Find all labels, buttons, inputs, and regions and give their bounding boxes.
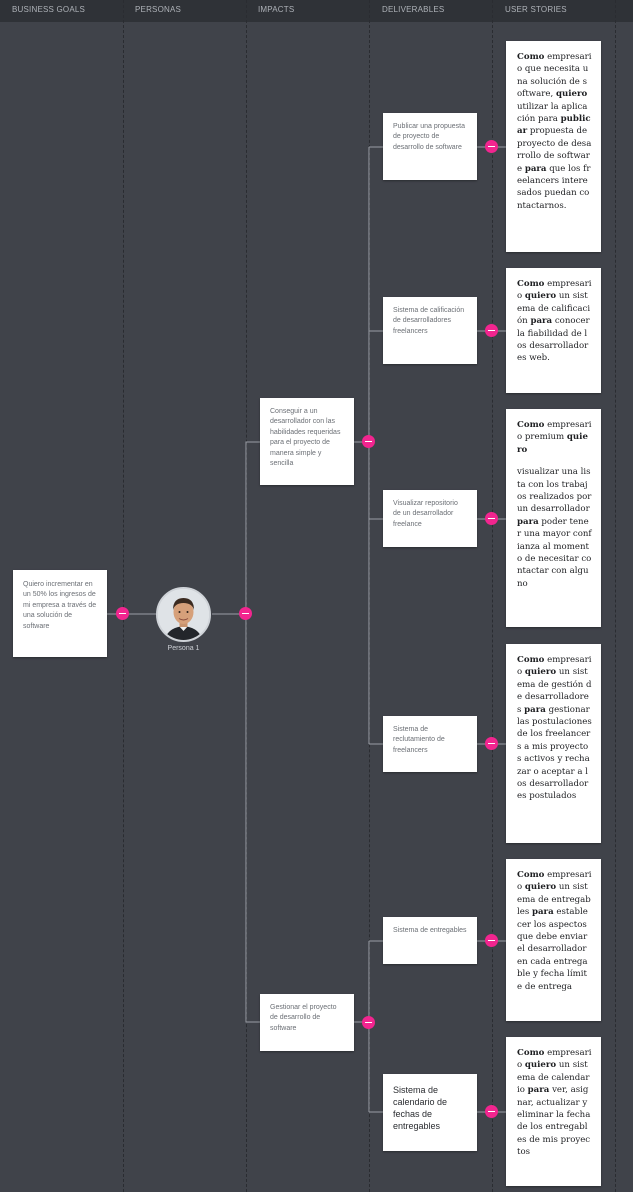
- story-keyword: Como: [517, 655, 545, 665]
- persona-face-icon: [158, 589, 209, 640]
- collapse-node-icon[interactable]: [485, 934, 498, 947]
- story-keyword: Como: [517, 279, 545, 289]
- user-story-card[interactable]: Como empresario quiero un sistema de ges…: [506, 644, 601, 843]
- story-keyword: para: [517, 516, 539, 527]
- impact-text: Gestionar el proyecto de desarrollo de s…: [270, 1004, 337, 1032]
- business-goal-text: Quiero incrementar en un 50% los ingreso…: [23, 581, 97, 630]
- column-divider: [615, 0, 616, 1192]
- deliverable-text: Sistema de calificación de desarrollador…: [393, 307, 465, 335]
- column-title-deliverables: DELIVERABLES: [382, 5, 445, 14]
- story-text: un sistema de calificación: [517, 291, 591, 327]
- story-keyword: para: [524, 163, 547, 174]
- deliverable-text: Sistema de reclutamiento de freelancers: [393, 726, 445, 754]
- user-story-card[interactable]: Como empresario quiero un sistema de cal…: [506, 1037, 601, 1186]
- story-keyword: quiero: [524, 291, 557, 302]
- story-keyword: para: [524, 704, 546, 715]
- column-divider: [492, 0, 493, 1192]
- story-keyword: quiero: [524, 1060, 557, 1071]
- column-header-bar: BUSINESS GOALS PERSONAS IMPACTS DELIVERA…: [0, 0, 633, 22]
- column-title-user-stories: USER STORIES: [505, 5, 567, 14]
- story-keyword: para: [527, 1085, 550, 1096]
- impact-card[interactable]: Conseguir a un desarrollador con las hab…: [260, 398, 354, 485]
- story-text: visualizar una lista con los trabajos re…: [517, 467, 592, 515]
- persona-avatar[interactable]: [156, 587, 211, 642]
- user-story-card[interactable]: Como empresario premium quiero visualizar…: [506, 409, 601, 627]
- collapse-node-icon[interactable]: [485, 512, 498, 525]
- story-keyword: Como: [517, 420, 545, 430]
- deliverable-card[interactable]: Sistema de entregables: [383, 917, 477, 964]
- collapse-node-icon[interactable]: [362, 1016, 375, 1029]
- deliverable-text: Sistema de entregables: [393, 927, 467, 934]
- story-text: un sistema de entregables: [517, 882, 591, 918]
- column-title-personas: PERSONAS: [135, 5, 182, 14]
- story-text: establecer los aspectos que debe enviar …: [517, 907, 588, 992]
- story-text: un sistema de gestión de desarrolladores: [517, 667, 592, 715]
- column-divider: [123, 0, 124, 1192]
- collapse-node-icon[interactable]: [485, 1105, 498, 1118]
- collapse-node-icon[interactable]: [485, 737, 498, 750]
- story-text: empresario: [517, 870, 592, 893]
- story-text: ver, asignar, actualizar y eliminar la f…: [517, 1085, 591, 1158]
- story-keyword: para: [531, 907, 554, 918]
- column-title-impacts: IMPACTS: [258, 5, 295, 14]
- deliverable-text: Sistema de calendario de fechas de entre…: [393, 1085, 448, 1131]
- deliverable-text: Publicar una propuesta de proyecto de de…: [393, 123, 465, 151]
- story-text: empresario: [517, 279, 592, 302]
- deliverable-card[interactable]: Sistema de calificación de desarrollador…: [383, 297, 477, 364]
- connector-to-impact-2: [245, 614, 260, 1023]
- story-keyword: para: [530, 316, 553, 327]
- story-text: empresario: [517, 1048, 592, 1071]
- story-keyword: quiero: [524, 882, 557, 893]
- collapse-node-icon[interactable]: [485, 324, 498, 337]
- story-keyword: Como: [517, 52, 545, 62]
- story-keyword: quiero: [517, 432, 588, 455]
- story-text: propuesta de proyecto de desarrollo de s…: [517, 126, 592, 174]
- impact-text: Conseguir a un desarrollador con las hab…: [270, 408, 341, 468]
- column-title-business-goals: BUSINESS GOALS: [12, 5, 86, 14]
- story-text: empresario premium: [517, 420, 592, 443]
- collapse-node-icon[interactable]: [485, 140, 498, 153]
- user-story-card[interactable]: Como empresario quiero un sistema de ent…: [506, 859, 601, 1021]
- user-story-card[interactable]: Como empresario quiero un sistema de cal…: [506, 268, 601, 393]
- connector-to-impact-1: [245, 441, 260, 614]
- story-text: poder tener una mayor confianza al momen…: [517, 516, 592, 589]
- deliverable-card[interactable]: Sistema de reclutamiento de freelancers: [383, 716, 477, 772]
- user-story-card[interactable]: Como empresario que necesita una solució…: [506, 41, 601, 252]
- story-spacer: [517, 456, 592, 466]
- story-keyword: publicar: [517, 114, 591, 137]
- story-keyword: quiero: [555, 89, 588, 100]
- story-text: conocer la fiabilidad de los desarrollad…: [517, 316, 590, 364]
- collapse-node-icon[interactable]: [239, 607, 252, 620]
- deliverable-card[interactable]: Publicar una propuesta de proyecto de de…: [383, 113, 477, 180]
- story-text: empresario: [517, 655, 592, 678]
- business-goal-card[interactable]: Quiero incrementar en un 50% los ingreso…: [13, 570, 107, 657]
- deliverable-text: Visualizar repositorio de un desarrollad…: [393, 500, 458, 528]
- story-keyword: Como: [517, 1048, 545, 1058]
- deliverable-card[interactable]: Visualizar repositorio de un desarrollad…: [383, 490, 477, 547]
- story-text: que los freelancers interesados puedan c…: [517, 163, 591, 211]
- collapse-node-icon[interactable]: [116, 607, 129, 620]
- story-text: un sistema de calendario: [517, 1060, 590, 1096]
- story-text: utilizar la aplicación para: [517, 101, 588, 125]
- deliverable-card[interactable]: Sistema de calendario de fechas de entre…: [383, 1074, 477, 1151]
- collapse-node-icon[interactable]: [362, 435, 375, 448]
- story-text: empresario que necesita una solución de …: [517, 52, 592, 100]
- story-keyword: Como: [517, 870, 545, 880]
- impact-card[interactable]: Gestionar el proyecto de desarrollo de s…: [260, 994, 354, 1051]
- story-keyword: quiero: [524, 667, 557, 678]
- story-text: gestionar las postulaciones de los freel…: [517, 704, 592, 802]
- persona-name: Persona 1: [167, 645, 200, 652]
